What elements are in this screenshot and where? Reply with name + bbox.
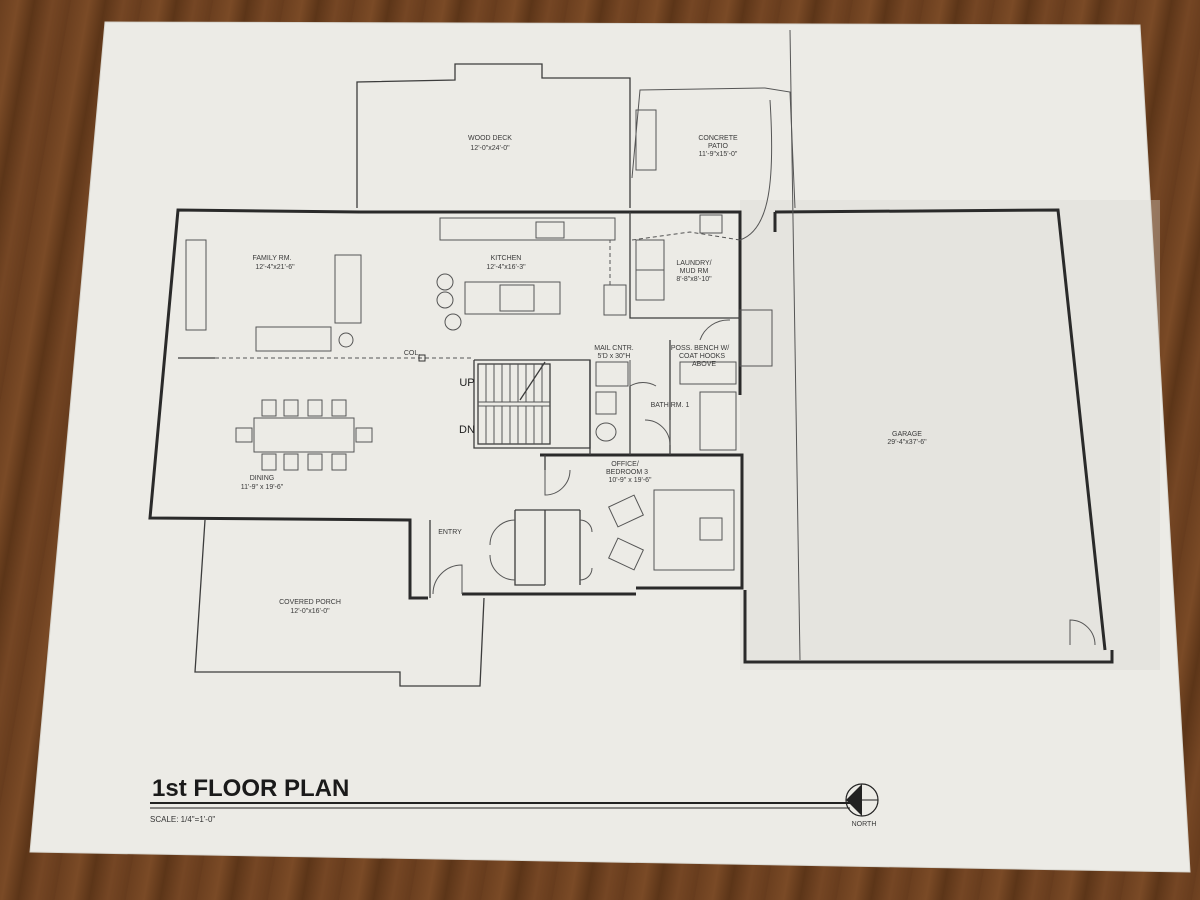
wood-deck-label: WOOD DECK xyxy=(468,135,512,142)
office-label: OFFICE/ xyxy=(611,461,639,468)
family-room-label: FAMILY RM. xyxy=(252,255,291,262)
column-marker xyxy=(418,354,426,362)
dining-label: DINING xyxy=(250,475,275,482)
laundry-dims: 8'-8"x8'-10" xyxy=(676,276,712,283)
garage-label: GARAGE xyxy=(892,431,922,438)
kitchen-dims: 12'-4"x16'-3" xyxy=(486,264,526,271)
kitchen-label: KITCHEN xyxy=(491,255,522,262)
laundry-label-2: MUD RM xyxy=(680,268,709,275)
stair-up-label: UP xyxy=(459,377,474,389)
north-arrow-icon xyxy=(845,783,879,817)
mail-center-label: MAIL CNTR. xyxy=(594,345,633,352)
plan-title: 1st FLOOR PLAN xyxy=(152,775,349,802)
paper-shadow-area xyxy=(740,200,1160,670)
porch-dims: 12'-0"x16'-0" xyxy=(290,608,330,615)
paper-sheet xyxy=(29,21,1191,873)
patio-label-2: PATIO xyxy=(708,143,729,150)
mail-center-dims: 5'D x 30"H xyxy=(597,353,630,360)
col-label: COL. xyxy=(404,350,420,357)
furniture xyxy=(185,214,1096,646)
exterior-outlines xyxy=(194,29,801,687)
stair-down-label: DN xyxy=(459,424,475,436)
entry-label: ENTRY xyxy=(438,529,462,536)
patio-label: CONCRETE xyxy=(698,135,738,142)
bath-label: BATH RM. 1 xyxy=(651,402,690,409)
office-dims: 10'-9" x 19'-6" xyxy=(608,477,652,484)
dining-dims: 11'-9" x 19'-6" xyxy=(241,484,284,491)
doors xyxy=(432,319,731,595)
stairs xyxy=(477,361,551,445)
wood-deck-dims: 12'-0"x24'-0" xyxy=(470,145,510,152)
bench-label-3: ABOVE xyxy=(692,361,716,368)
office-label-2: BEDROOM 3 xyxy=(606,469,648,476)
bench-label-2: COAT HOOKS xyxy=(679,353,725,360)
scale-note: SCALE: 1/4"=1'-0" xyxy=(150,815,215,824)
laundry-label: LAUNDRY/ xyxy=(676,260,711,267)
patio-dims: 11'-9"x15'-0" xyxy=(699,151,738,158)
family-room-dims: 12'-4"x21'-6" xyxy=(255,264,295,271)
bench-label: POSS. BENCH W/ xyxy=(671,345,729,352)
garage-dims: 29'-4"x37'-6" xyxy=(887,439,927,446)
north-label: NORTH xyxy=(852,821,877,828)
porch-label: COVERED PORCH xyxy=(279,599,341,606)
